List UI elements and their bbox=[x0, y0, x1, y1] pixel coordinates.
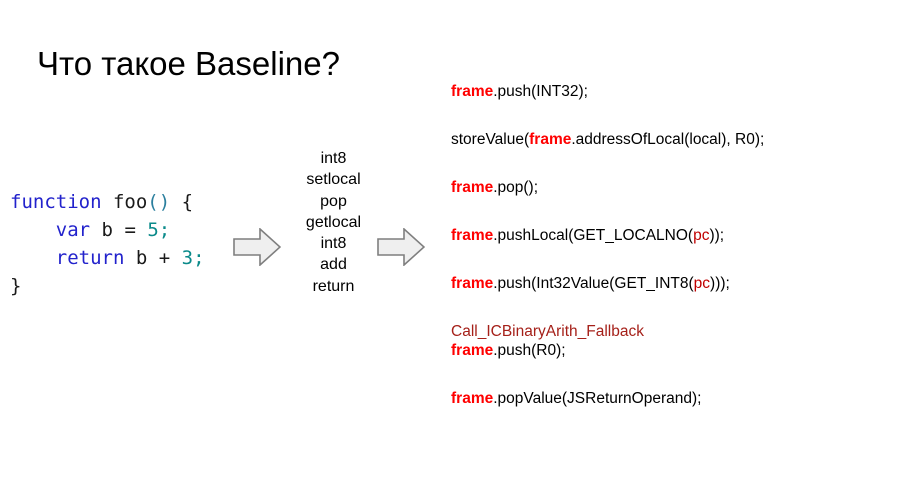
baseline-code-line: frame.push(INT32); bbox=[451, 82, 891, 101]
code-token bbox=[102, 191, 113, 213]
code-token: frame bbox=[529, 131, 572, 148]
code-token: b bbox=[135, 247, 148, 269]
code-token: Call_ICBinaryArith_Fallback bbox=[451, 323, 644, 340]
code-token: .pop(); bbox=[493, 179, 539, 196]
code-token: + bbox=[158, 247, 171, 269]
baseline-code-group: frame.push(Int32Value(GET_INT8(pc))); bbox=[451, 274, 891, 293]
right-arrow-icon bbox=[377, 228, 425, 266]
code-token: .push(Int32Value(GET_INT8( bbox=[493, 275, 694, 292]
code-token bbox=[113, 219, 124, 241]
code-token: pc bbox=[693, 275, 711, 292]
code-token: function bbox=[10, 191, 102, 213]
code-token: = bbox=[124, 219, 136, 241]
code-token bbox=[90, 219, 101, 241]
bytecode-item: getlocal bbox=[305, 213, 362, 231]
bytecode-item: setlocal bbox=[306, 171, 361, 189]
bytecode-item: int8 bbox=[320, 150, 347, 167]
baseline-code-group: frame.pushLocal(GET_LOCALNO(pc)); bbox=[451, 226, 891, 245]
code-token: .pushLocal(GET_LOCALNO( bbox=[493, 227, 694, 244]
code-line: return b + 3; bbox=[10, 244, 205, 272]
baseline-code-group: frame.popValue(JSReturnOperand); bbox=[451, 389, 891, 408]
code-token: () bbox=[147, 191, 171, 213]
code-token: b bbox=[101, 219, 113, 241]
page-title: Что такое Baseline? bbox=[37, 45, 340, 82]
bytecode-item: int8 bbox=[320, 235, 347, 253]
code-token: frame bbox=[451, 275, 494, 292]
code-line: function foo() { bbox=[10, 188, 205, 216]
code-token bbox=[10, 247, 56, 269]
code-token: frame bbox=[451, 179, 494, 196]
code-token: storeValue( bbox=[451, 131, 530, 148]
baseline-code-group: frame.pop(); bbox=[451, 178, 891, 197]
code-token: foo bbox=[112, 191, 148, 213]
baseline-code-line: frame.pushLocal(GET_LOCALNO(pc)); bbox=[451, 226, 891, 245]
code-token bbox=[10, 219, 56, 241]
bytecode-item: pop bbox=[320, 192, 347, 210]
baseline-code-line: frame.push(Int32Value(GET_INT8(pc))); bbox=[451, 274, 891, 293]
code-token: pc bbox=[693, 227, 710, 244]
code-token bbox=[170, 191, 181, 213]
code-token: .popValue(JSReturnOperand); bbox=[493, 390, 702, 407]
code-token: .push(INT32); bbox=[493, 83, 588, 100]
code-token: .addressOfLocal(local), R0); bbox=[571, 131, 765, 148]
code-token: return bbox=[55, 247, 125, 269]
code-token: { bbox=[181, 191, 194, 213]
code-token: frame bbox=[451, 390, 494, 407]
bytecode-list: int8 setlocal pop getlocal int8 add return bbox=[281, 148, 386, 297]
code-token: .push(R0); bbox=[493, 342, 566, 359]
code-token: } bbox=[10, 275, 22, 297]
bytecode-item: add bbox=[320, 256, 347, 274]
baseline-code-group: storeValue(frame.addressOfLocal(local), … bbox=[451, 130, 891, 149]
baseline-code-group: frame.push(INT32); bbox=[451, 82, 891, 101]
baseline-code-line: Call_ICBinaryArith_Fallback bbox=[451, 322, 891, 341]
code-token: var bbox=[55, 219, 91, 241]
code-token: )); bbox=[709, 227, 725, 244]
bytecode-item: return bbox=[312, 277, 355, 295]
code-token bbox=[147, 247, 158, 269]
code-token bbox=[170, 247, 181, 269]
baseline-code-line: frame.popValue(JSReturnOperand); bbox=[451, 389, 891, 408]
code-line: } bbox=[10, 272, 205, 300]
baseline-code-line: frame.push(R0); bbox=[451, 341, 891, 360]
code-token: ))); bbox=[710, 275, 730, 292]
code-token: frame bbox=[451, 342, 494, 359]
code-token bbox=[124, 247, 135, 269]
code-token: frame bbox=[451, 83, 494, 100]
code-token: 5; bbox=[147, 219, 171, 241]
code-token: 3; bbox=[181, 247, 205, 269]
code-token bbox=[136, 219, 147, 241]
baseline-code-line: storeValue(frame.addressOfLocal(local), … bbox=[451, 130, 891, 149]
code-line: var b = 5; bbox=[10, 216, 205, 244]
right-arrow-icon bbox=[233, 228, 281, 266]
code-token: frame bbox=[451, 227, 494, 244]
baseline-code-line: frame.pop(); bbox=[451, 178, 891, 197]
source-code-block: function foo() { var b = 5; return b + 3… bbox=[10, 188, 205, 300]
baseline-code-column: frame.push(INT32);storeValue(frame.addre… bbox=[451, 82, 891, 408]
